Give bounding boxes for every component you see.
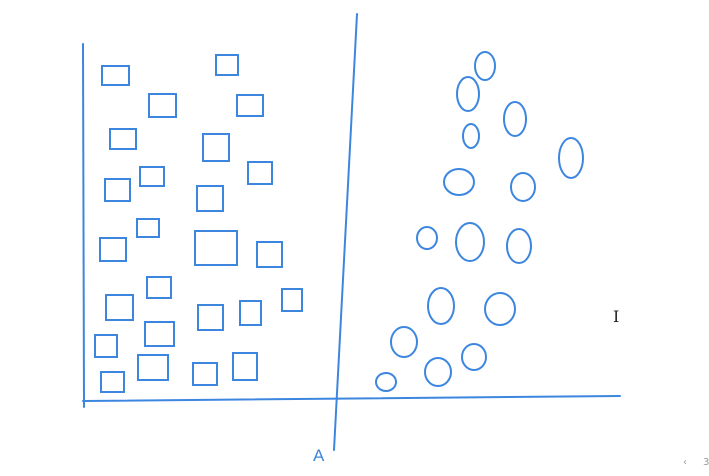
square-shape: [100, 371, 125, 393]
chevron-left-icon[interactable]: ‹: [683, 457, 687, 468]
square-group: [94, 54, 303, 393]
ellipse-shape: [375, 372, 397, 392]
ellipse-shape: [510, 172, 536, 202]
square-shape: [146, 276, 172, 299]
ellipse-shape: [506, 228, 532, 264]
square-shape: [236, 94, 264, 117]
page-nav[interactable]: ‹ 3: [683, 457, 709, 468]
svg-text:I: I: [613, 307, 619, 326]
ellipse-group: [375, 51, 584, 392]
square-shape: [139, 166, 165, 187]
square-shape: [281, 288, 303, 312]
ellipse-shape: [558, 137, 584, 179]
ellipse-shape: [456, 76, 480, 112]
ellipse-shape: [416, 226, 438, 250]
square-shape: [104, 178, 131, 202]
square-shape: [239, 300, 262, 326]
page-indicator: 3: [703, 457, 709, 468]
ellipse-shape: [503, 101, 527, 137]
divider-line-a: [333, 13, 358, 451]
x-axis-line: [82, 395, 621, 402]
square-shape: [109, 128, 137, 150]
ellipse-shape: [427, 287, 455, 325]
ellipse-shape: [461, 343, 487, 371]
square-shape: [256, 241, 283, 268]
square-shape: [105, 294, 134, 321]
square-shape: [202, 133, 230, 162]
ellipse-shape: [424, 357, 452, 387]
ellipse-shape: [443, 168, 475, 196]
square-shape: [137, 354, 169, 381]
square-shape: [196, 185, 224, 212]
ellipse-shape: [455, 222, 485, 262]
ellipse-shape: [484, 292, 516, 326]
square-shape: [144, 321, 175, 347]
square-shape: [197, 304, 224, 331]
y-axis-line: [82, 43, 85, 408]
square-shape: [101, 65, 130, 86]
text-cursor-icon: I: [613, 307, 619, 326]
square-shape: [136, 218, 160, 238]
square-shape: [148, 93, 177, 118]
ellipse-shape: [462, 123, 480, 149]
divider-label: A: [313, 446, 325, 465]
square-shape: [247, 161, 273, 185]
square-shape: [232, 352, 258, 381]
square-shape: [194, 230, 238, 266]
square-shape: [192, 362, 218, 386]
square-shape: [215, 54, 239, 76]
ellipse-shape: [390, 326, 418, 358]
square-shape: [94, 334, 118, 358]
square-shape: [99, 237, 127, 262]
ellipse-shape: [474, 51, 496, 81]
